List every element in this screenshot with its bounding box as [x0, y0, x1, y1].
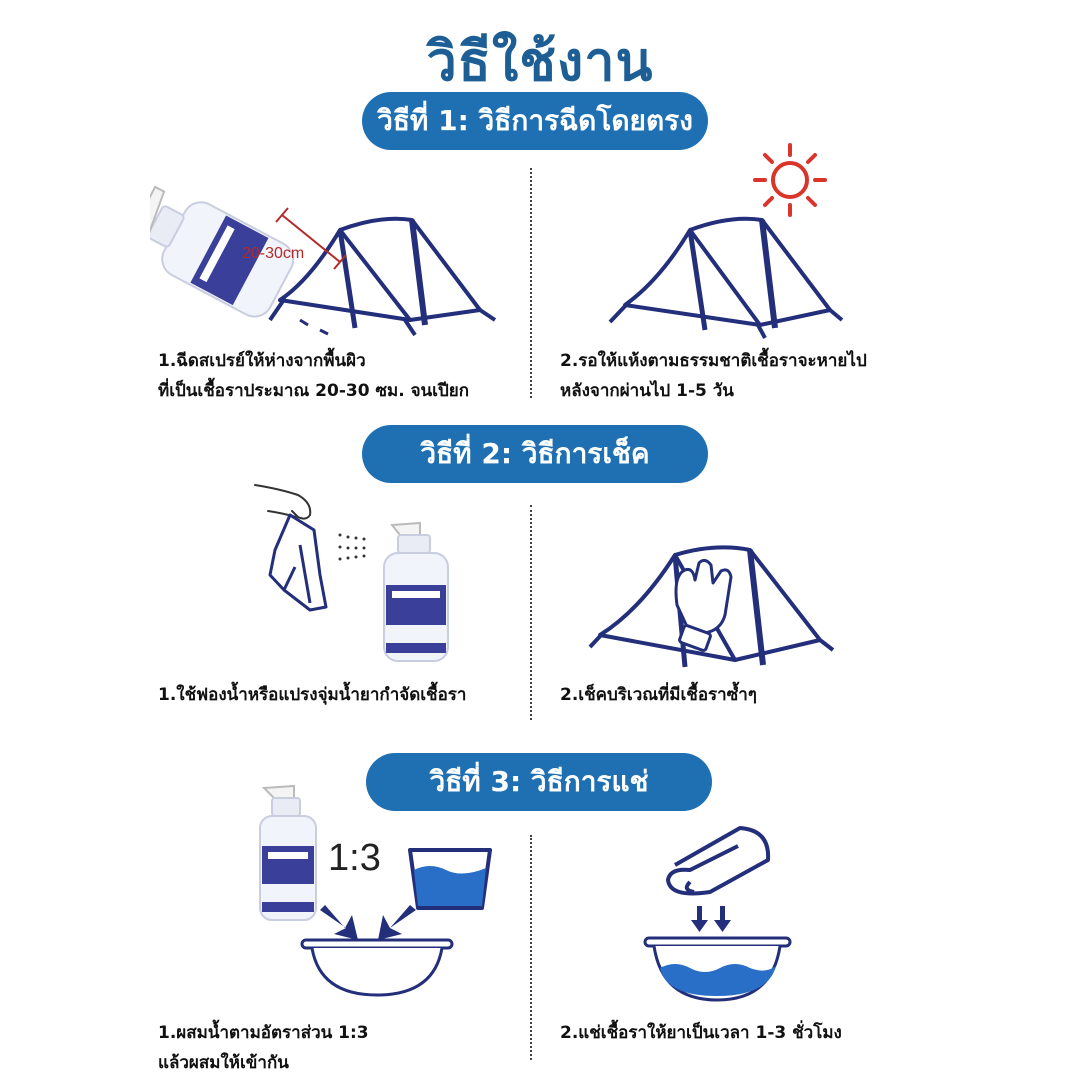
method2-divider [530, 505, 532, 720]
method3-step1-line2: แล้วผสมให้เข้ากัน [158, 1053, 289, 1073]
ratio-label: 1:3 [328, 837, 381, 879]
method2-step2-caption: 2.เช็คบริเวณที่มีเชื้อราซ้ำๆ [560, 685, 757, 705]
spray-bottle-icon [150, 185, 295, 318]
spray-bottle-icon [259, 784, 317, 921]
method3-divider [530, 835, 532, 1060]
method2-step1-caption: 1.ใช้ฟองน้ำหรือแปรงจุ่มน้ำยากำจัดเชื้อรา [158, 685, 467, 705]
arrow-icon [320, 905, 358, 940]
method1-spray-illustration: 20-30cm [150, 170, 510, 350]
method1-step1-line2: ที่เป็นเชื้อราประมาณ 20-30 ซม. จนเปียก [158, 381, 470, 401]
sun-icon [753, 143, 827, 217]
basin-icon [300, 938, 454, 997]
spray-mist [338, 533, 366, 561]
tent-icon [268, 216, 497, 337]
method3-soak-illustration [630, 820, 810, 1005]
basin-icon [643, 936, 792, 1002]
method1-header: วิธีที่ 1: วิธีการฉีดโดยตรง [362, 92, 708, 150]
arrow-icon [691, 906, 731, 932]
method3-header: วิธีที่ 3: วิธีการแช่ [366, 753, 712, 811]
glove-icon [674, 558, 733, 652]
method1-dry-illustration [580, 140, 860, 340]
method1-step1-caption: 1.ฉีดสเปรย์ให้ห่างจากพื้นผิว ที่เป็นเชื้… [158, 346, 469, 406]
method2-wipe-illustration [240, 475, 500, 665]
method1-step1-line1: 1.ฉีดสเปรย์ให้ห่างจากพื้นผิว [158, 351, 366, 371]
method2-header: วิธีที่ 2: วิธีการเช็ค [362, 425, 708, 483]
spray-bottle-icon [383, 521, 449, 662]
arrow-icon [378, 905, 416, 940]
method1-step2-caption: 2.รอให้แห้งตามธรรมชาติเชื้อราจะหายไป หลั… [560, 346, 867, 406]
distance-marker [275, 207, 347, 270]
method3-mix-illustration: 1:3 [250, 780, 510, 1000]
water-cup-icon [408, 848, 492, 910]
method3-step2-caption: 2.แช่เชื้อราให้ยาเป็นเวลา 1-3 ชั่วโมง [560, 1023, 842, 1043]
distance-label: 20-30cm [242, 245, 304, 262]
towel-icon [666, 826, 771, 896]
method2-glove-illustration [585, 535, 845, 685]
tent-icon [608, 216, 844, 339]
hand-icon [254, 484, 312, 520]
method1-step2-line2: หลังจากผ่านไป 1-5 วัน [560, 381, 734, 401]
cloth-icon [268, 513, 328, 612]
page-title: วิธีใช้งาน [426, 30, 654, 93]
method1-step2-line1: 2.รอให้แห้งตามธรรมชาติเชื้อราจะหายไป [560, 351, 867, 371]
method3-step1-line1: 1.ผสมน้ำตามอัตราส่วน 1:3 [158, 1023, 369, 1043]
method3-step1-caption: 1.ผสมน้ำตามอัตราส่วน 1:3 แล้วผสมให้เข้าก… [158, 1018, 369, 1078]
method1-divider [530, 168, 532, 398]
